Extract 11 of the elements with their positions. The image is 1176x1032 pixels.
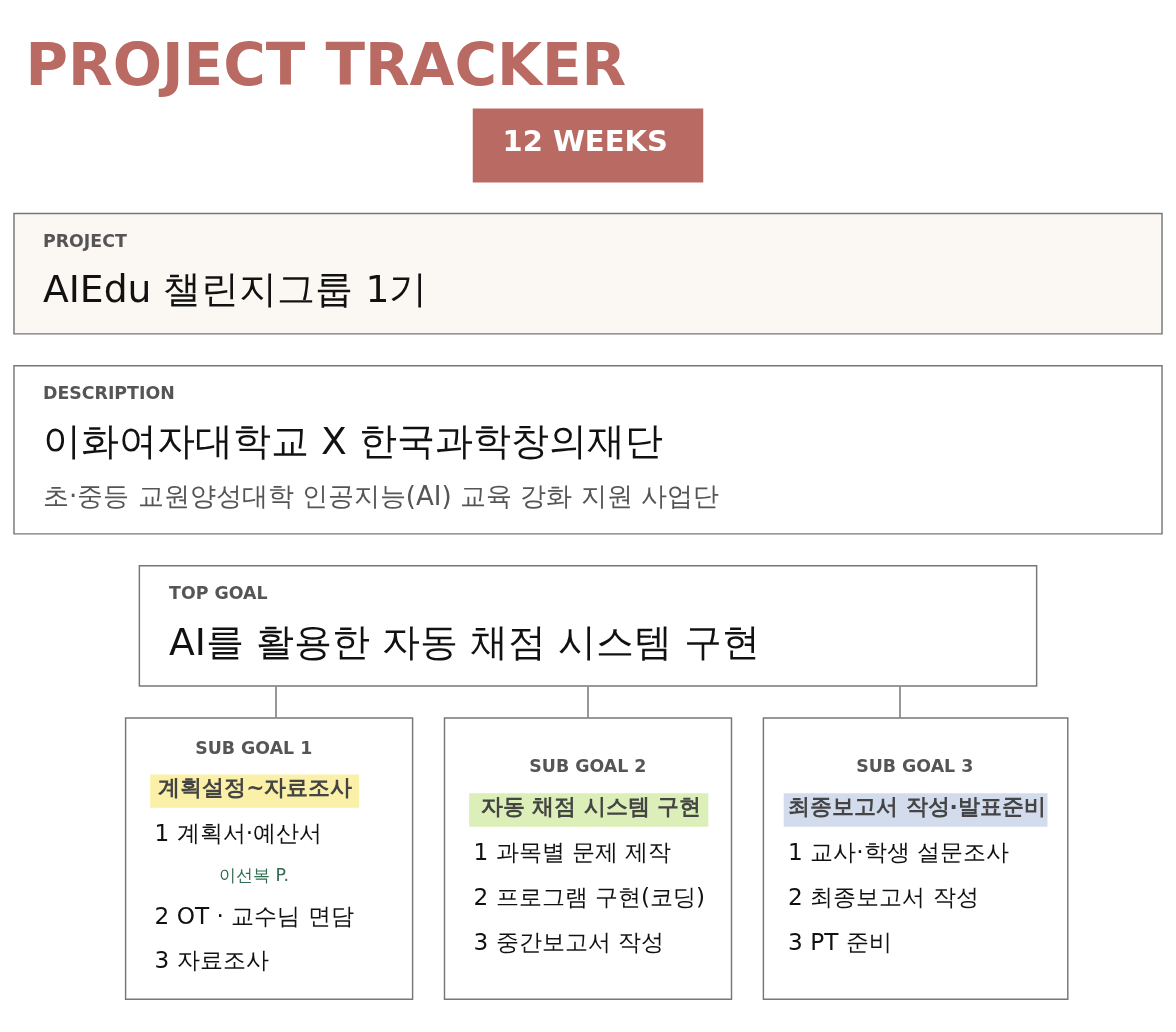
node-box: SUB GOAL 2 자동 채점 시스템 구현 1 과목별 문제 제작 2 프로그램 구현(코딩) 3 중간보고서 작성 (443, 716, 733, 1000)
diagram-title: PROJECT TRACKER (25, 30, 627, 99)
connector (899, 685, 901, 718)
connector (587, 685, 589, 718)
node-box: TOP GOAL AI를 활용한 자동 채점 시스템 구현 (138, 564, 1038, 687)
node-box: 12 WEEKS (472, 107, 704, 182)
node-box: PROJECT AIEdu 챌린지그룹 1기 (13, 212, 1163, 335)
node-box: SUB GOAL 3 최종보고서 작성·발표준비 1 교사·학생 설문조사 2 최종보고서 작성 3 PT 준비 (762, 716, 1069, 1000)
connector (275, 685, 277, 718)
node-box: DESCRIPTION 이화여자대학교 X 한국과학창의재단 초·중등 교원양성대학 인공지능(AI) 교육 강화 지원 사업단 (13, 364, 1163, 535)
node-box: SUB GOAL 1 계획설정~자료조사 1 계획서·예산서 이선복 P. 2 OT · 교수님 면담 3 자료조사 (124, 716, 414, 1000)
